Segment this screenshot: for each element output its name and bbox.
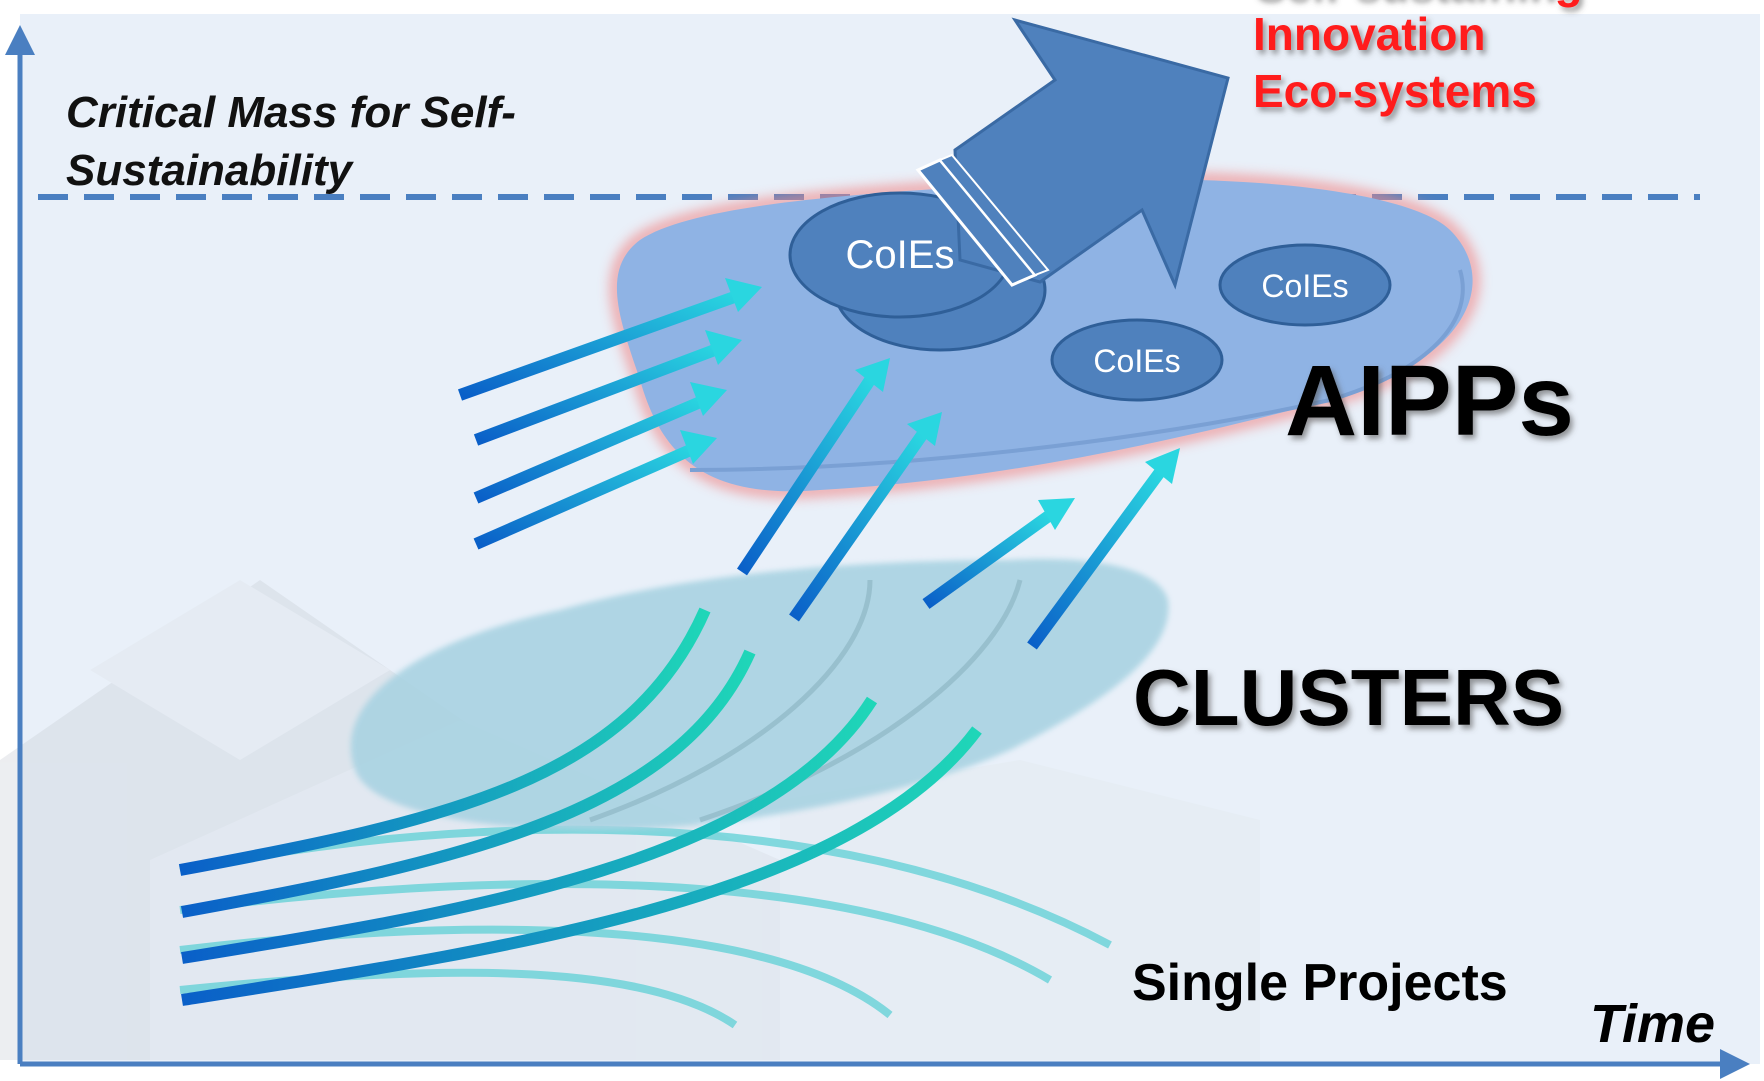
arrow-left-2 — [473, 330, 742, 446]
arrow-left-1 — [457, 278, 762, 401]
goal-label-line2: Innovation — [1253, 8, 1486, 60]
single-projects-label: Single Projects — [1132, 954, 1508, 1012]
arrow-cluster-4 — [1027, 448, 1180, 650]
coies-node-3: CoIEs — [1218, 243, 1392, 327]
aipps-label: AIPPs — [1285, 345, 1574, 457]
inflow-arrows-clusters — [737, 358, 1180, 650]
clusters-label: CLUSTERS — [1133, 653, 1564, 742]
project-to-cluster-curves — [178, 607, 982, 1006]
arrow-cluster-3 — [922, 498, 1075, 609]
inflow-arrows-left — [457, 278, 762, 550]
coies-label-3: CoIEs — [1261, 268, 1348, 304]
coies-node-2: CoIEs — [1050, 318, 1224, 402]
arrow-cluster-1 — [737, 358, 890, 576]
arrow-left-4 — [473, 430, 717, 550]
arrow-cluster-2 — [789, 412, 942, 622]
coies-label-2: CoIEs — [1093, 343, 1180, 379]
x-axis-label: Time — [1590, 994, 1715, 1054]
threshold-label-line2: Sustainability — [66, 146, 355, 195]
coies-label-1: CoIEs — [846, 233, 955, 277]
goal-label-line3: Eco-systems — [1253, 65, 1537, 117]
arrow-left-3 — [473, 382, 727, 504]
ecosystem-arrow — [915, 17, 1230, 290]
threshold-label-line1: Critical Mass for Self- — [66, 88, 516, 137]
goal-label-line1: Self-sustaining — [1253, 0, 1583, 8]
